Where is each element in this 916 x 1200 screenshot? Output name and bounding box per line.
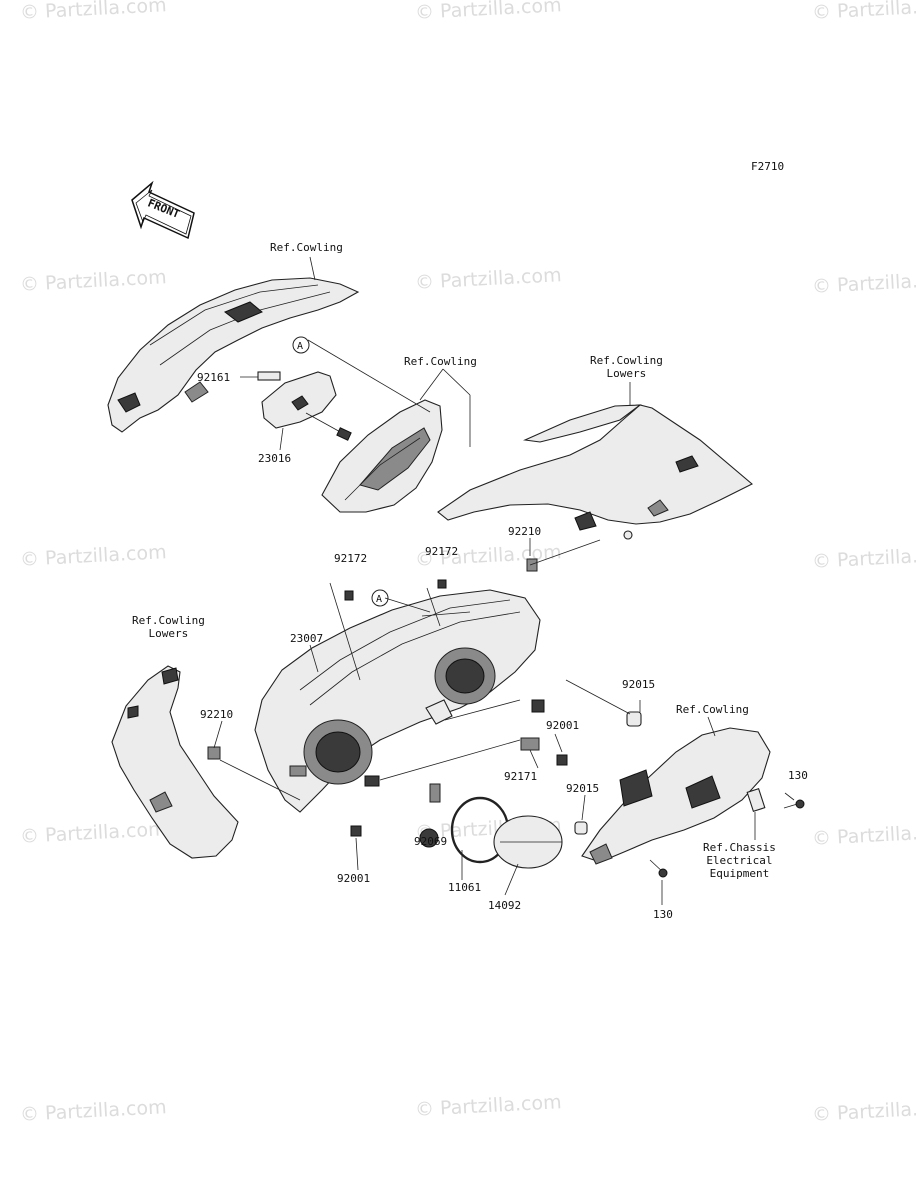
label-ref-cowling-top: Ref.Cowling — [270, 241, 343, 254]
diagram-code: F2710 — [751, 160, 785, 173]
label-92171[interactable]: 92171 — [504, 770, 538, 783]
part-23016-icon — [257, 371, 352, 441]
label-92210-top[interactable]: 92210 — [508, 525, 542, 538]
inner-cowling-ref — [321, 399, 443, 513]
headlight-assembly-icon — [254, 589, 545, 813]
leader-lines — [213, 256, 795, 905]
label-ref-cowling-lowers-left: Ref.Cowling Lowers — [132, 614, 205, 640]
label-92001-right[interactable]: 92001 — [546, 719, 580, 732]
label-11061[interactable]: 11061 — [448, 881, 482, 894]
cowling-lowers-left-ref — [111, 665, 239, 859]
label-92001-left[interactable]: 92001 — [337, 872, 371, 885]
label-130-right[interactable]: 130 — [788, 769, 808, 782]
hardware-icons — [207, 558, 805, 878]
label-92172-left[interactable]: 92172 — [334, 552, 368, 565]
cowling-right-ref — [581, 727, 771, 865]
label-ref-cowling-mid: Ref.Cowling — [404, 355, 477, 368]
callout-a-mid: A — [376, 594, 382, 605]
label-92210-left[interactable]: 92210 — [200, 708, 234, 721]
label-92015-bottom[interactable]: 92015 — [566, 782, 600, 795]
label-23016[interactable]: 23016 — [258, 452, 292, 465]
label-23007[interactable]: 23007 — [290, 632, 324, 645]
label-92161[interactable]: 92161 — [197, 371, 231, 384]
label-130-bottom[interactable]: 130 — [653, 908, 673, 921]
label-14092[interactable]: 14092 — [488, 899, 522, 912]
label-92172-right[interactable]: 92172 — [425, 545, 459, 558]
cowling-lowers-top-ref — [437, 404, 753, 540]
label-ref-chassis: Ref.Chassis Electrical Equipment — [703, 841, 776, 880]
upper-cowling-ref — [107, 277, 360, 433]
label-ref-cowling-lowers-top: Ref.Cowling Lowers — [590, 354, 663, 380]
label-ref-cowling-right: Ref.Cowling — [676, 703, 749, 716]
label-92069[interactable]: 92069 — [414, 835, 448, 848]
label-92015-top[interactable]: 92015 — [622, 678, 656, 691]
front-arrow-icon: FRONT — [131, 180, 195, 240]
callout-a-top: A — [297, 341, 303, 352]
